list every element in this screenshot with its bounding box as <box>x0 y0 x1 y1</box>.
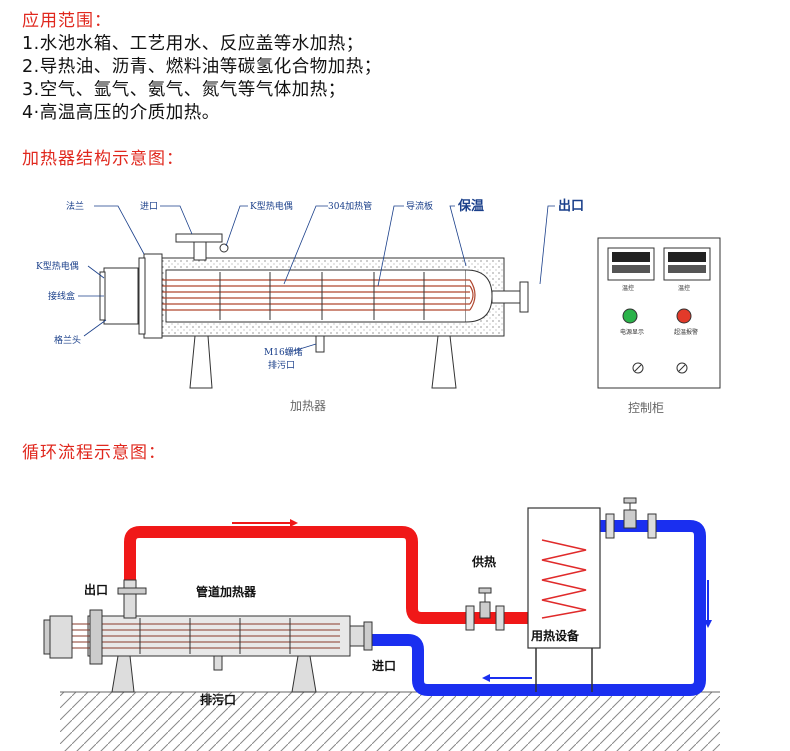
meter-caption-1: 温控 <box>622 284 634 292</box>
power-indicator-lamp <box>622 308 638 324</box>
label-drain-outlet: 排污口 <box>268 359 295 371</box>
drain-pipe <box>315 335 325 353</box>
hot-flow-arrow <box>232 519 298 527</box>
label-junction-box: 接线盒 <box>48 290 75 302</box>
structure-heading: 加热器结构示意图： <box>22 149 184 169</box>
label-power-indicator: 电源显示 <box>620 328 644 336</box>
caption-control-cabinet: 控制柜 <box>628 401 664 415</box>
meter-caption-2: 温控 <box>678 284 690 292</box>
label-pipeline-heater: 管道加热器 <box>196 584 257 599</box>
left-flange <box>143 253 163 339</box>
application-heading: 应用范围： <box>22 11 112 31</box>
label-inlet: 进口 <box>140 201 158 212</box>
cycle-heading: 循环流程示意图： <box>22 443 166 463</box>
circulation-flow-diagram: 供热 用热设备 出口 管道加热器 排污口 进口 <box>43 497 720 751</box>
caption-heater: 加热器 <box>290 399 326 413</box>
cold-flow-arrow-right <box>704 580 712 628</box>
label-flange: 法兰 <box>66 200 84 212</box>
application-item-4: 4·高温高压的介质加热。 <box>22 103 220 123</box>
label-overtemp-alarm: 超温报警 <box>674 328 698 336</box>
right-leg <box>431 335 457 389</box>
supply-valve <box>465 605 475 631</box>
ground-hatch <box>60 692 720 751</box>
hot-pipe <box>124 526 530 624</box>
heater-structure-diagram: 法兰 进口 K型热电偶 304加热管 导流板 保温 出口 K型热电偶 接线盒 格… <box>36 198 721 415</box>
label-k-thermocouple-top: K型热电偶 <box>250 200 293 212</box>
pipeline-heater-flange <box>89 609 103 665</box>
junction-box <box>103 267 139 325</box>
cold-flow-arrow-bottom <box>482 674 532 682</box>
application-item-1: 1.水池水箱、工艺用水、反应盖等水加热； <box>22 34 364 54</box>
overtemp-alarm-lamp <box>676 308 692 324</box>
left-leg <box>189 335 213 389</box>
application-item-2: 2.导热油、沥青、燃料油等碳氢化合物加热； <box>22 57 382 77</box>
return-valve <box>605 513 615 539</box>
label-outlet: 出口 <box>84 582 108 597</box>
cold-pipe <box>360 520 706 696</box>
application-list: 1.水池水箱、工艺用水、反应盖等水加热； 2.导热油、沥青、燃料油等碳氢化合物加… <box>22 33 382 125</box>
label-304-tube: 304加热管 <box>328 200 372 212</box>
label-inlet: 进口 <box>372 658 396 673</box>
pipeline-heater-terminal <box>49 615 73 659</box>
application-item-3: 3.空气、氩气、氨气、氮气等气体加热； <box>22 80 346 100</box>
heater-shell <box>165 269 467 323</box>
label-drain-plug: M16螺堵 <box>264 346 303 358</box>
label-baffle: 导流板 <box>406 200 433 212</box>
label-gland: 格兰头 <box>54 334 81 346</box>
label-outlet: 出口 <box>558 198 584 214</box>
label-drain: 排污口 <box>200 692 236 707</box>
heat-equipment <box>527 507 601 649</box>
label-insulation: 保温 <box>457 198 484 214</box>
label-supply-heat: 供热 <box>471 554 496 569</box>
outlet-pipe <box>491 290 521 304</box>
baffle-plates <box>219 272 425 320</box>
label-heat-equipment: 用热设备 <box>530 628 580 643</box>
label-k-thermocouple-left: K型热电偶 <box>36 260 79 272</box>
heating-coil <box>541 539 587 619</box>
heating-tubes <box>110 279 476 311</box>
